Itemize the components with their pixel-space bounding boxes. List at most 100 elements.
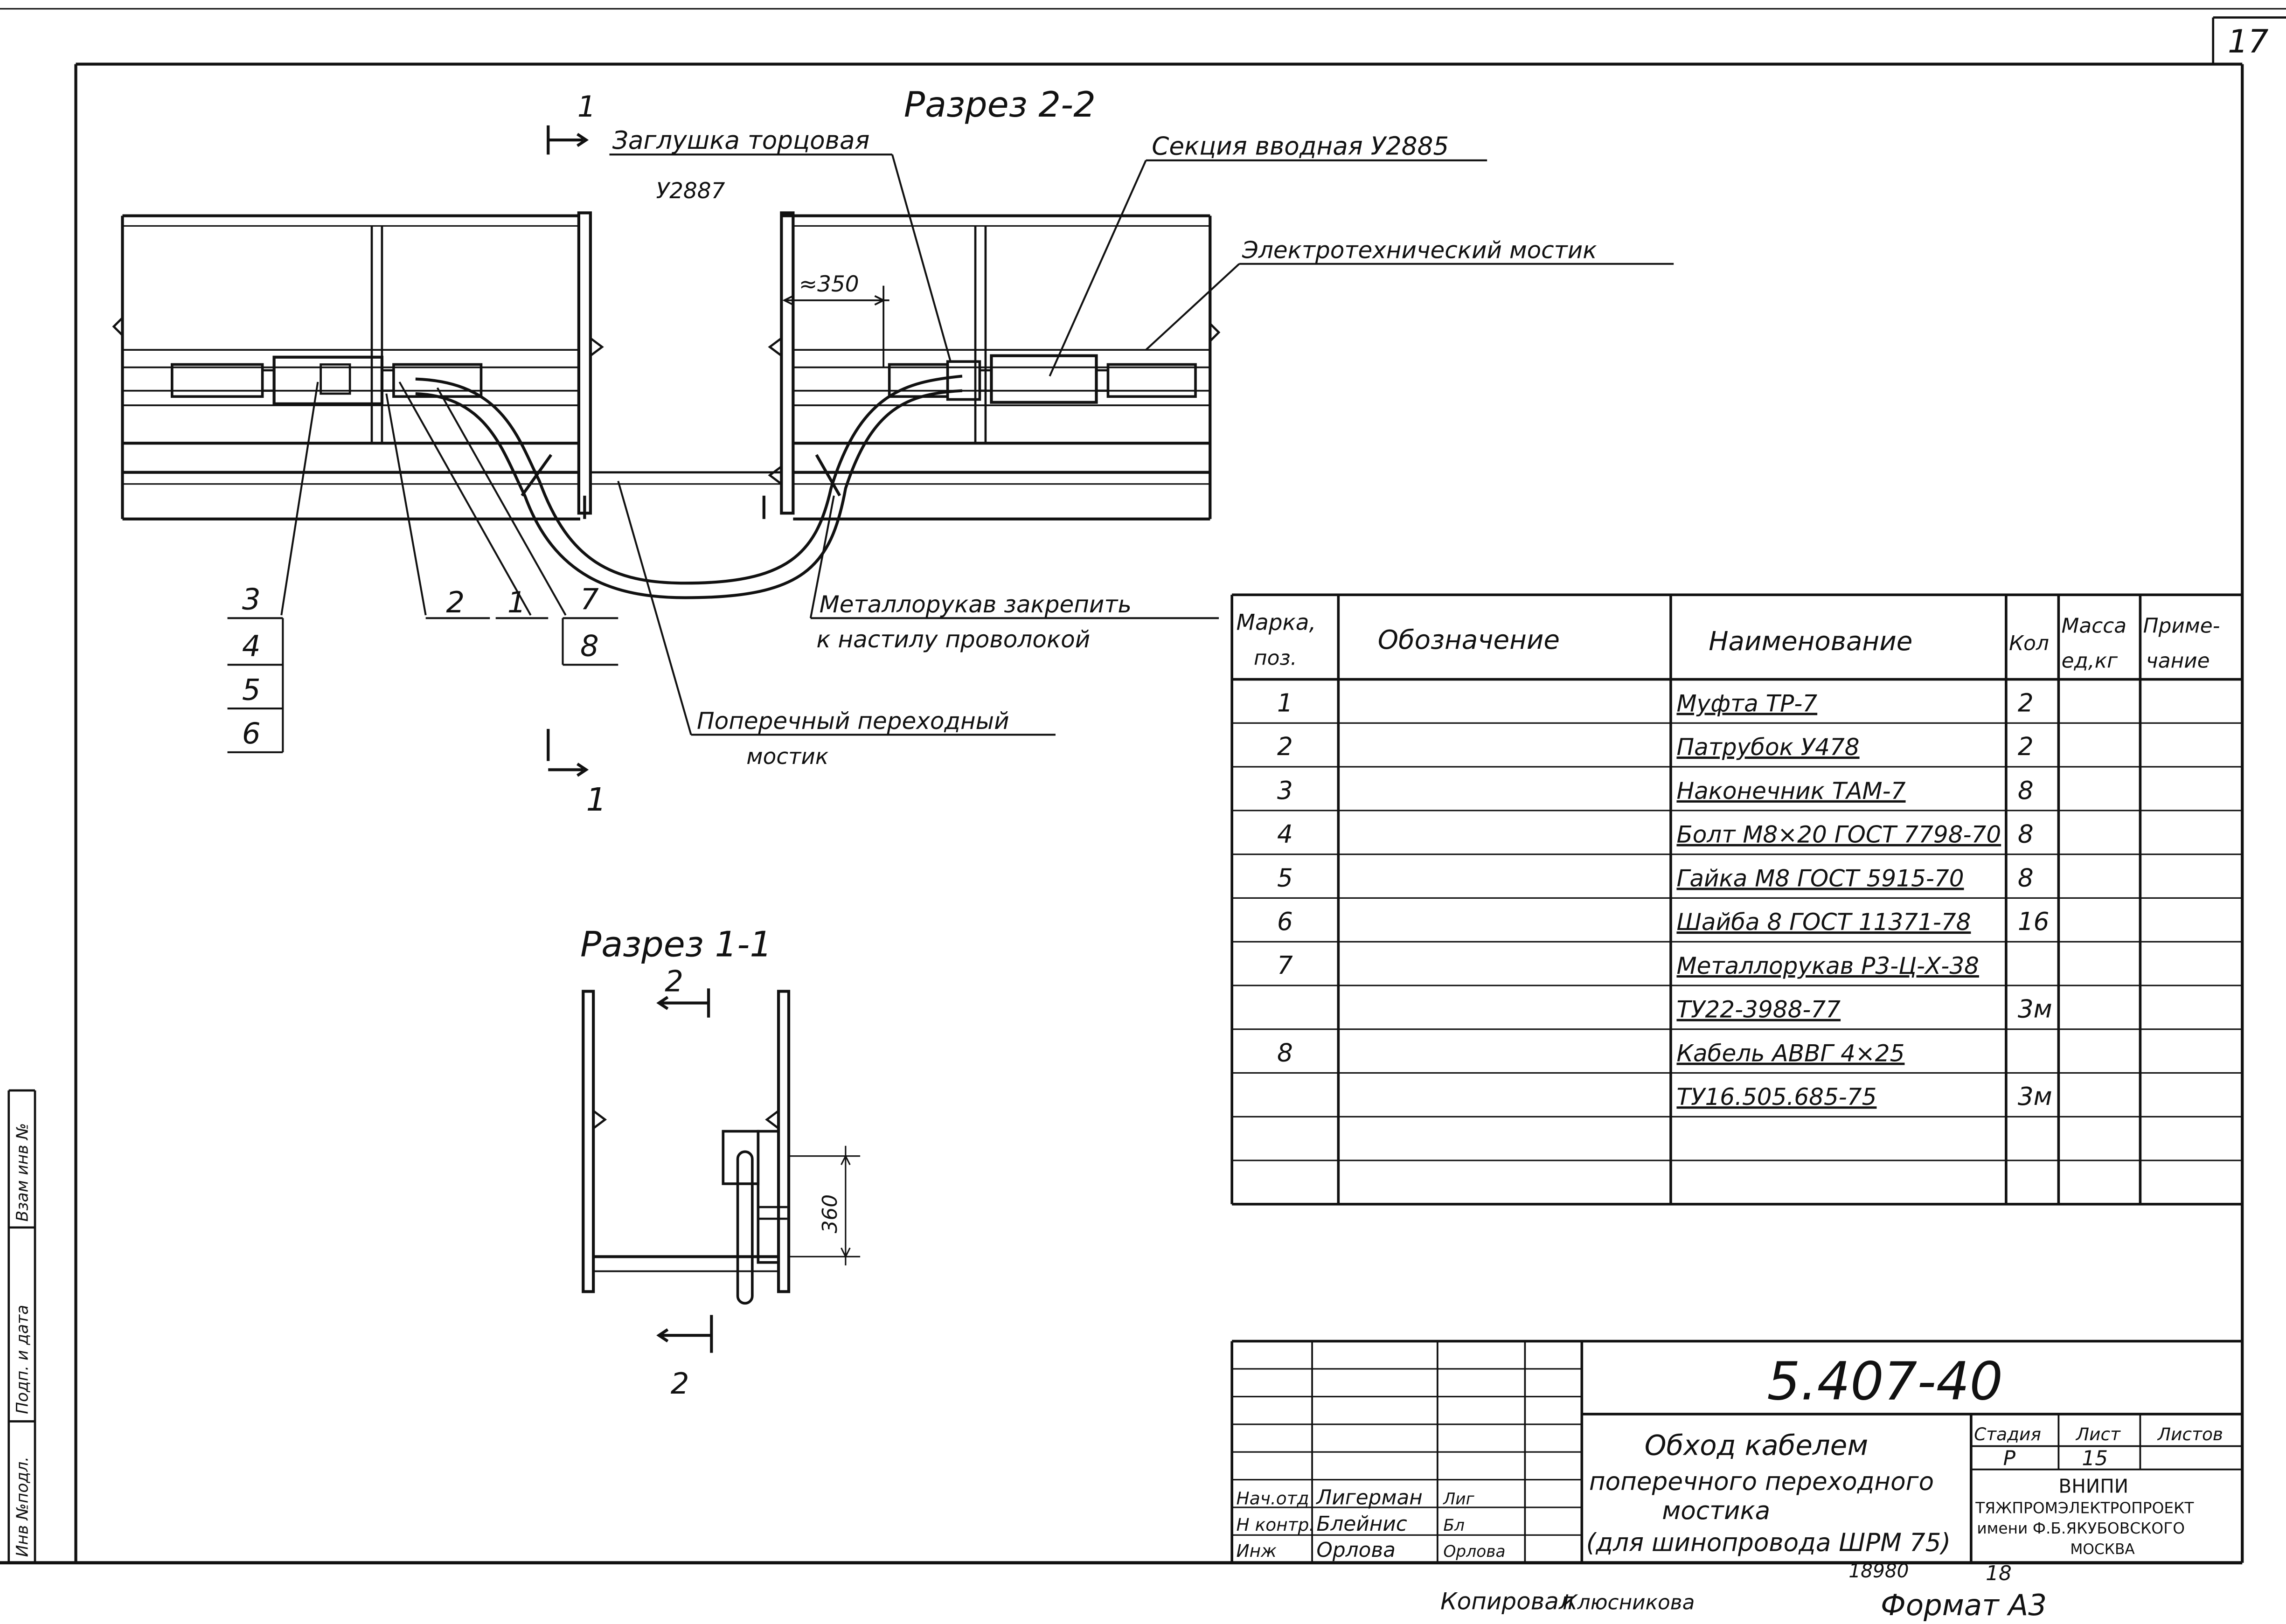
cut-mark-1 — [547, 125, 589, 777]
callout-7: 7 — [580, 583, 599, 617]
cut-mark-1-bottom: 1 — [586, 781, 607, 819]
side-stamp: Инв №подл. Подп. и дата Взам инв № — [7, 1089, 36, 1563]
drawing-code: 5.407-40 — [1767, 1351, 2003, 1412]
spec-cell-pos: 8 — [1277, 1038, 1293, 1067]
spec-header-designation: Обозначение — [1378, 625, 1560, 655]
signer-role: Нач.отд — [1237, 1488, 1309, 1509]
stage-value: Р — [2003, 1446, 2016, 1470]
label-electrical-bridge: Электротехнический мостик — [1242, 236, 1597, 264]
dimension-350 — [782, 285, 889, 368]
signer-name: Орлова — [1316, 1538, 1396, 1562]
spec-header-mass-2: ед,кг — [2062, 649, 2118, 673]
spec-cell-name: Болт М8×20 ГОСТ 7798-70 — [1676, 821, 2001, 848]
spec-cell-pos: 4 — [1277, 820, 1293, 849]
spec-cell-name: ТУ22-3988-77 — [1676, 996, 1841, 1023]
section-1-1-title: Разрез 1-1 — [580, 923, 772, 965]
spec-cell-qty: 2 — [2018, 732, 2034, 761]
org-line-4: МОСКВА — [2070, 1541, 2135, 1558]
section-1-1-structure — [582, 988, 861, 1353]
section-1-1: Разрез 1-1 360 — [580, 923, 861, 1401]
spec-cell-qty: 2 — [2018, 688, 2034, 717]
copied-by: Копировал — [1440, 1588, 1574, 1615]
stamp-sheet: 18 — [1986, 1562, 2012, 1585]
spec-cell-name: Шайба 8 ГОСТ 11371-78 — [1676, 909, 1971, 936]
org-line-2: ТЯЖПРОМЭЛЕКТРОПРОЕКТ — [1975, 1499, 2194, 1517]
title-line-3: мостика — [1662, 1496, 1770, 1525]
spec-cell-pos: 6 — [1277, 907, 1293, 936]
section-2-2: Разрез 2-2 — [112, 84, 1674, 819]
signer-signature: Лиг — [1442, 1490, 1474, 1509]
cut-mark-2-top: 2 — [665, 964, 683, 998]
label-end-cap-code: У2887 — [656, 178, 725, 204]
signer-signature: Орлова — [1443, 1542, 1505, 1561]
side-stamp-inv: Инв №подл. — [13, 1457, 32, 1557]
spec-header-note-1: Приме- — [2143, 614, 2220, 638]
spec-cell-name: Кабель АВВГ 4×25 — [1676, 1040, 1904, 1067]
label-hose-fix-1: Металлорукав закрепить — [820, 591, 1132, 618]
signer-signature: Бл — [1443, 1516, 1465, 1535]
cut-mark-1-top: 1 — [577, 90, 596, 124]
sheet-value: 15 — [2082, 1446, 2108, 1470]
spec-table: Марка, поз. Обозначение Наименование Кол… — [1230, 593, 2243, 1206]
callout-1: 1 — [507, 585, 526, 619]
spec-table-grid — [1230, 593, 2243, 1206]
signer-role: Н контр. — [1237, 1514, 1315, 1535]
dimension-360-label: 360 — [818, 1194, 842, 1234]
callout-6: 6 — [242, 716, 261, 750]
title-line-1: Обход кабелем — [1645, 1430, 1868, 1462]
spec-cell-qty: 8 — [2018, 776, 2034, 805]
label-input-section: Секция вводная У2885 — [1152, 132, 1449, 160]
spec-cell-qty: 8 — [2018, 863, 2034, 892]
org-line-1: ВНИПИ — [2058, 1475, 2128, 1498]
spec-cell-name: Муфта ТР-7 — [1676, 690, 1817, 717]
title-block: 5.407-40 Обход кабелем поперечного перех… — [1230, 1339, 2243, 1563]
spec-cell-qty: 3м — [2018, 995, 2052, 1024]
title-line-4: (для шинопровода ШРМ 75) — [1586, 1528, 1951, 1557]
spec-cell-qty: 3м — [2018, 1082, 2052, 1111]
spec-cell-pos: 2 — [1277, 732, 1293, 761]
spec-header-mark-1: Марка, — [1237, 610, 1316, 635]
sheet-number: 17 — [2228, 23, 2269, 61]
signer-role: Инж — [1237, 1541, 1277, 1561]
copier-signature: Клюсникова — [1563, 1591, 1695, 1615]
stage-header: Стадия — [1974, 1424, 2041, 1444]
spec-header-mass-1: Масса — [2062, 614, 2126, 638]
spec-cell-name: Металлорукав Р3-Ц-Х-38 — [1676, 952, 1979, 979]
label-hose-fix-2: к настилу проволокой — [816, 626, 1090, 653]
spec-cell-name: Наконечник ТАМ-7 — [1676, 777, 1905, 805]
callout-4: 4 — [242, 629, 261, 663]
spec-header-qty: Кол — [2009, 632, 2049, 655]
spec-cell-pos: 3 — [1277, 776, 1293, 805]
label-end-cap: Заглушка торцовая — [612, 126, 870, 155]
title-block-row-lines — [1232, 1368, 1582, 1536]
spec-cell-pos: 1 — [1277, 688, 1293, 717]
callout-2: 2 — [446, 585, 465, 619]
sheet-header: Лист — [2075, 1424, 2121, 1444]
spec-header-mark-2: поз. — [1254, 646, 1297, 670]
signer-name: Лигерман — [1315, 1486, 1422, 1510]
spec-cell-name: Патрубок У478 — [1676, 734, 1859, 761]
callout-boxes — [227, 617, 618, 753]
spec-header-note-2: чание — [2146, 649, 2210, 673]
callout-8: 8 — [580, 629, 599, 663]
spec-header-name: Наименование — [1709, 626, 1912, 657]
spec-cell-name: ТУ16.505.685-75 — [1676, 1083, 1876, 1110]
spec-cell-pos: 7 — [1277, 951, 1293, 980]
signer-name: Блейнис — [1316, 1512, 1407, 1536]
sheet-frame — [0, 8, 2286, 1565]
label-cross-bridge-2: мостик — [746, 744, 828, 770]
spec-cell-qty: 16 — [2018, 907, 2050, 936]
title-line-2: поперечного переходного — [1589, 1467, 1934, 1496]
org-line-3: имени Ф.Б.ЯКУБОВСКОГО — [1977, 1520, 2185, 1537]
stamp-number: 18980 — [1848, 1560, 1909, 1582]
leader-lines — [280, 153, 1674, 736]
spec-row-lines — [1232, 722, 2243, 1205]
cut-mark-2-bottom: 2 — [671, 1367, 689, 1401]
sheet-format: Формат А3 — [1881, 1588, 2047, 1622]
section-2-2-title: Разрез 2-2 — [904, 84, 1096, 125]
side-stamp-sign-date: Подп. и дата — [13, 1305, 32, 1414]
callout-5: 5 — [242, 673, 261, 707]
label-cross-bridge-1: Поперечный переходный — [697, 708, 1009, 735]
spec-cell-name: Гайка М8 ГОСТ 5915-70 — [1676, 865, 1964, 892]
